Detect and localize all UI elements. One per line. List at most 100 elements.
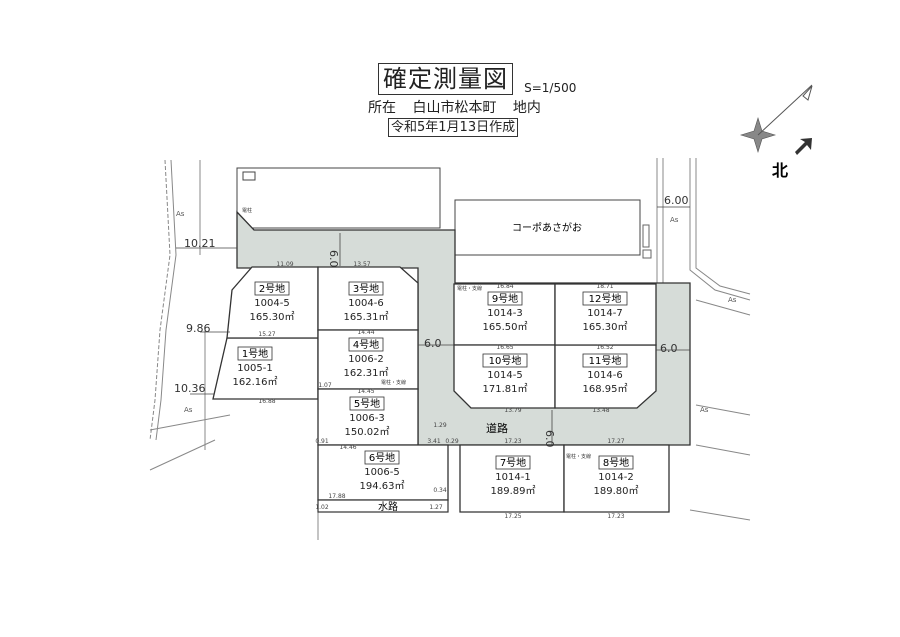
lot-area: 150.02㎡ xyxy=(345,426,390,438)
waterway xyxy=(317,499,449,513)
lot-name-box xyxy=(582,291,628,306)
dimension-value: 17.23 xyxy=(607,513,624,520)
lot-boundary xyxy=(226,266,319,339)
lot-number: 1004-6 xyxy=(348,298,383,309)
dimension-label: 9.86 xyxy=(186,322,211,335)
lot-area: 189.89㎡ xyxy=(491,485,536,497)
lot-boundary xyxy=(563,444,670,513)
lot-3: 3号地 1004-6 165.31㎡ xyxy=(317,266,419,331)
date-text: 令和5年1月13日作成 xyxy=(388,118,519,137)
lot-name-box xyxy=(364,450,400,465)
asphalt-label: As xyxy=(176,210,185,218)
lot-area: 165.31㎡ xyxy=(344,311,389,323)
lot-name: 12号地 xyxy=(589,292,622,305)
dimension-value: 13.79 xyxy=(504,407,521,414)
lot-number: 1006-5 xyxy=(364,467,399,478)
lot-area: 168.95㎡ xyxy=(583,383,628,395)
lot-number: 1014-3 xyxy=(487,308,522,319)
lot-name-box xyxy=(582,353,628,368)
lot-number: 1006-2 xyxy=(348,354,383,365)
utility-pole-label: 電柱・支線 xyxy=(566,453,591,460)
lot-11: 11号地 1014-6 168.95㎡ xyxy=(554,344,657,409)
lot-name-box xyxy=(482,353,528,368)
dimension-label: 10.21 xyxy=(184,237,216,250)
lot-7: 7号地 1014-1 189.89㎡ xyxy=(459,444,565,513)
dimension-label: 6.0 xyxy=(424,337,442,350)
lot-number: 1014-6 xyxy=(587,370,622,381)
dimension-value: 17.27 xyxy=(607,438,624,445)
lot-name: 6号地 xyxy=(369,451,395,464)
lot-number: 1014-7 xyxy=(587,308,622,319)
utility-pole-label: 電柱 xyxy=(242,207,252,214)
lot-name-box xyxy=(598,455,634,470)
dimension-value: 17.23 xyxy=(504,438,521,445)
lot-boundary xyxy=(317,266,419,331)
dimension-value: 13.48 xyxy=(592,407,609,414)
dimension-value: 17.25 xyxy=(504,513,521,520)
lot-number: 1005-1 xyxy=(237,363,272,374)
title-block: 確定測量図 S=1/500 xyxy=(378,63,576,95)
dimension-value: 13.57 xyxy=(353,261,370,268)
lot-boundary xyxy=(453,344,556,409)
dimension-value: 17.88 xyxy=(328,493,345,500)
asphalt-label: As xyxy=(700,406,709,414)
lot-name: 7号地 xyxy=(500,456,526,469)
lot-name: 9号地 xyxy=(492,292,518,305)
lot-area: 165.50㎡ xyxy=(483,321,528,333)
north-arrow-icon xyxy=(795,138,812,155)
lot-area: 165.30㎡ xyxy=(583,321,628,333)
scale-label: S=1/500 xyxy=(524,81,577,95)
dimension-label: 6.00 xyxy=(664,194,689,207)
waterway-label: 水路 xyxy=(378,500,398,513)
dimension-label: 10.36 xyxy=(174,382,206,395)
dimension-value: 0.91 xyxy=(315,438,329,445)
dimension-value: 16.88 xyxy=(258,398,275,405)
outside-roads xyxy=(149,158,751,540)
lot-name: 10号地 xyxy=(489,354,522,367)
dimension-value: 1.29 xyxy=(433,422,447,429)
dimension-value: 16.65 xyxy=(496,344,513,351)
small-structure xyxy=(642,224,650,248)
dimension-value: 16.52 xyxy=(596,344,613,351)
lot-name-box xyxy=(495,455,531,470)
dimension-value: 15.27 xyxy=(258,331,275,338)
lot-name-box xyxy=(349,396,385,411)
lot-6: 6号地 1006-5 194.63㎡ xyxy=(317,444,449,501)
dimension-value: 3.41 xyxy=(427,438,441,445)
lot-name-box xyxy=(254,281,290,296)
location-text: 所在 白山市松本町 地内 xyxy=(368,100,541,116)
lot-number: 1014-1 xyxy=(495,472,530,483)
asphalt-label: As xyxy=(670,216,679,224)
dimension-value: 11.09 xyxy=(276,261,293,268)
small-structure xyxy=(242,171,256,181)
lot-name: 8号地 xyxy=(603,456,629,469)
lot-area: 165.30㎡ xyxy=(250,311,295,323)
dimension-value: 16.84 xyxy=(496,283,513,290)
drawing-title: 確定測量図 xyxy=(378,63,513,95)
asphalt-label: As xyxy=(728,296,737,304)
building-outline xyxy=(454,199,641,256)
dimension-value: 0.34 xyxy=(433,487,447,494)
utility-pole-label: 電柱・支線 xyxy=(381,379,406,386)
dimension-label: 6.0 xyxy=(543,430,556,448)
lot-boundary xyxy=(554,283,657,346)
dimension-value: 18.71 xyxy=(596,283,613,290)
lot-area: 171.81㎡ xyxy=(483,383,528,395)
dimension-value: 1.07 xyxy=(318,382,332,389)
north-label: 北 xyxy=(772,161,788,180)
dimension-label: 6.0 xyxy=(327,250,340,268)
lot-number: 1004-5 xyxy=(254,298,289,309)
lot-9: 9号地 1014-3 165.50㎡ xyxy=(453,283,556,346)
asphalt-label: As xyxy=(184,406,193,414)
lot-area: 194.63㎡ xyxy=(360,480,405,492)
lot-2: 2号地 1004-5 165.30㎡ xyxy=(226,266,319,339)
lot-name: 2号地 xyxy=(259,282,285,295)
lot-area: 189.80㎡ xyxy=(594,485,639,497)
lot-name: 11号地 xyxy=(589,354,622,367)
lot-name: 5号地 xyxy=(354,397,380,410)
lot-name: 3号地 xyxy=(353,282,379,295)
